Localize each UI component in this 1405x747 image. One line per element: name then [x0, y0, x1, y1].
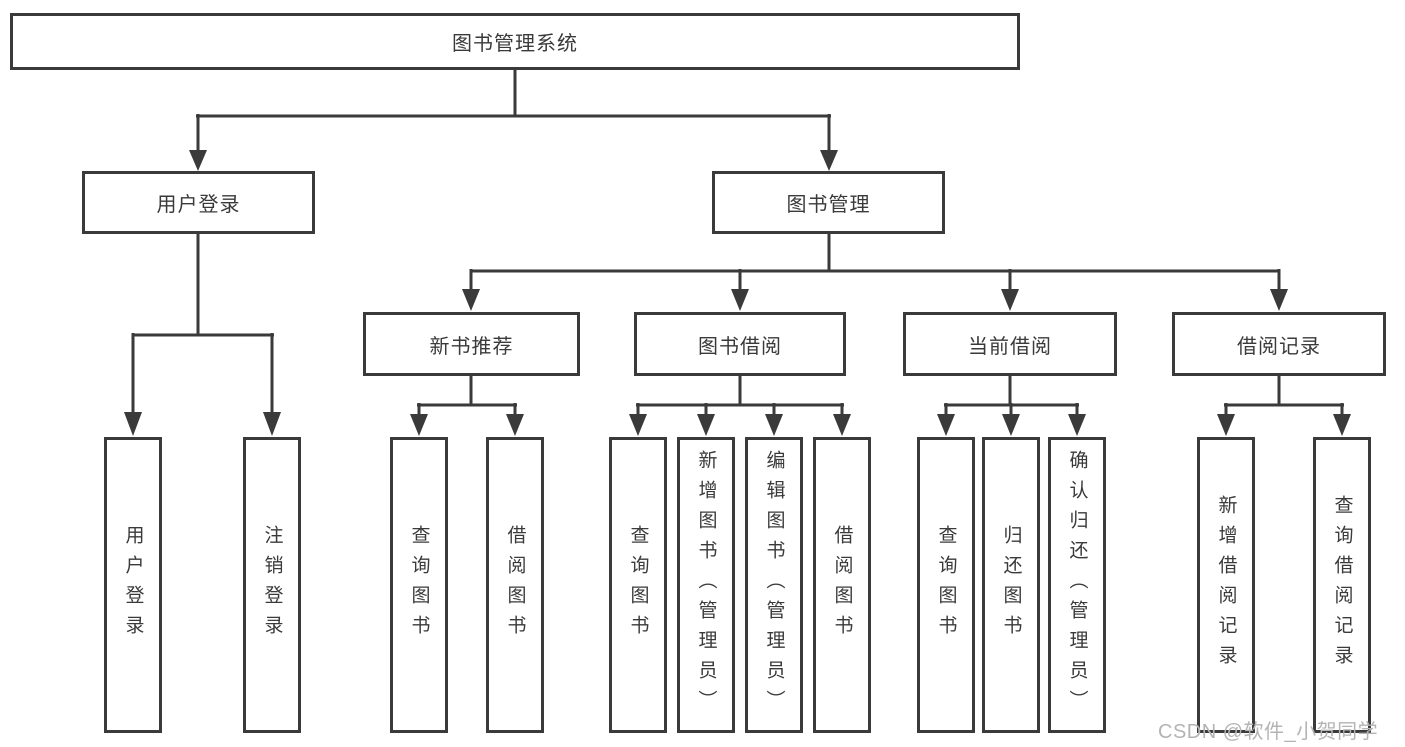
leaf-newbook-borrow-books: 借阅图书 — [486, 437, 544, 733]
arrowhead-down — [410, 414, 428, 436]
connector-user-login-to-leaves — [124, 233, 281, 436]
leaf-records-query-record: 查询借阅记录 — [1313, 437, 1371, 733]
arrowhead-down — [1001, 289, 1019, 311]
node-label: 注销登录 — [261, 525, 283, 645]
arrowhead-down — [1333, 414, 1351, 436]
node-book-borrow: 图书借阅 — [634, 312, 846, 376]
node-label: 新增图书（管理员） — [695, 450, 717, 720]
arrowhead-down — [697, 414, 715, 436]
leaf-current-confirm-return-admin: 确认归还（管理员） — [1048, 437, 1106, 733]
node-label: 当前借阅 — [968, 335, 1052, 358]
node-label: 查询图书 — [935, 525, 957, 645]
arrowhead-down — [1002, 414, 1020, 436]
arrowhead-down — [765, 414, 783, 436]
arrowhead-down — [1068, 414, 1086, 436]
arrowhead-down — [1270, 289, 1288, 311]
connector-book-borrow-to-leaves — [629, 375, 851, 436]
leaf-current-query-books: 查询图书 — [917, 437, 975, 733]
leaf-borrow-query-books: 查询图书 — [609, 437, 667, 733]
node-label: 新书推荐 — [429, 335, 514, 358]
arrowhead-down — [731, 289, 749, 311]
arrowhead-down — [124, 412, 142, 436]
arrowhead-down — [820, 150, 838, 171]
node-label: 确认归还（管理员） — [1066, 450, 1088, 720]
arrowhead-down — [937, 414, 955, 436]
node-new-book-recommend: 新书推荐 — [363, 312, 580, 376]
leaf-logout: 注销登录 — [243, 437, 301, 733]
node-label: 查询图书 — [627, 525, 649, 645]
node-label: 图书借阅 — [698, 335, 782, 358]
arrowhead-down — [629, 414, 647, 436]
connector-borrow-records-to-leaves — [1217, 375, 1351, 436]
connector-root-to-level2 — [189, 69, 838, 171]
arrowhead-down — [1217, 414, 1235, 436]
node-user-login: 用户登录 — [82, 171, 315, 234]
leaf-borrow-add-books-admin: 新增图书（管理员） — [677, 437, 735, 733]
leaf-newbook-query-books: 查询图书 — [390, 437, 448, 733]
leaf-user-login: 用户登录 — [104, 437, 162, 733]
node-label: 查询图书 — [408, 525, 430, 645]
arrowhead-down — [833, 414, 851, 436]
node-label: 借阅图书 — [831, 525, 853, 645]
node-label: 用户登录 — [156, 194, 241, 216]
node-label: 归还图书 — [1000, 525, 1022, 645]
node-label: 借阅图书 — [504, 525, 526, 645]
node-borrow-records: 借阅记录 — [1172, 312, 1386, 376]
node-root-system: 图书管理系统 — [10, 13, 1020, 70]
leaf-borrow-borrow-books: 借阅图书 — [813, 437, 871, 733]
arrowhead-down — [189, 150, 207, 171]
node-label: 用户登录 — [122, 525, 144, 645]
node-label: 新增借阅记录 — [1215, 495, 1237, 675]
node-book-management: 图书管理 — [712, 171, 945, 234]
leaf-current-return-books: 归还图书 — [982, 437, 1040, 733]
node-current-borrow: 当前借阅 — [903, 312, 1117, 376]
node-label: 借阅记录 — [1237, 335, 1321, 358]
leaf-records-add-record: 新增借阅记录 — [1197, 437, 1255, 733]
arrowhead-down — [263, 412, 281, 436]
connector-current-borrow-to-leaves — [937, 375, 1086, 436]
connector-book-management-to-level3 — [462, 233, 1288, 311]
node-label: 查询借阅记录 — [1331, 495, 1353, 675]
arrowhead-down — [506, 414, 524, 436]
watermark: CSDN @软件_小贺同学 — [1158, 721, 1379, 743]
arrowhead-down — [462, 289, 480, 311]
connector-new-book-to-leaves — [410, 375, 524, 436]
leaf-borrow-edit-books-admin: 编辑图书（管理员） — [745, 437, 803, 733]
node-label: 编辑图书（管理员） — [763, 450, 785, 720]
node-label: 图书管理 — [786, 194, 871, 216]
node-label: 图书管理系统 — [452, 33, 578, 55]
